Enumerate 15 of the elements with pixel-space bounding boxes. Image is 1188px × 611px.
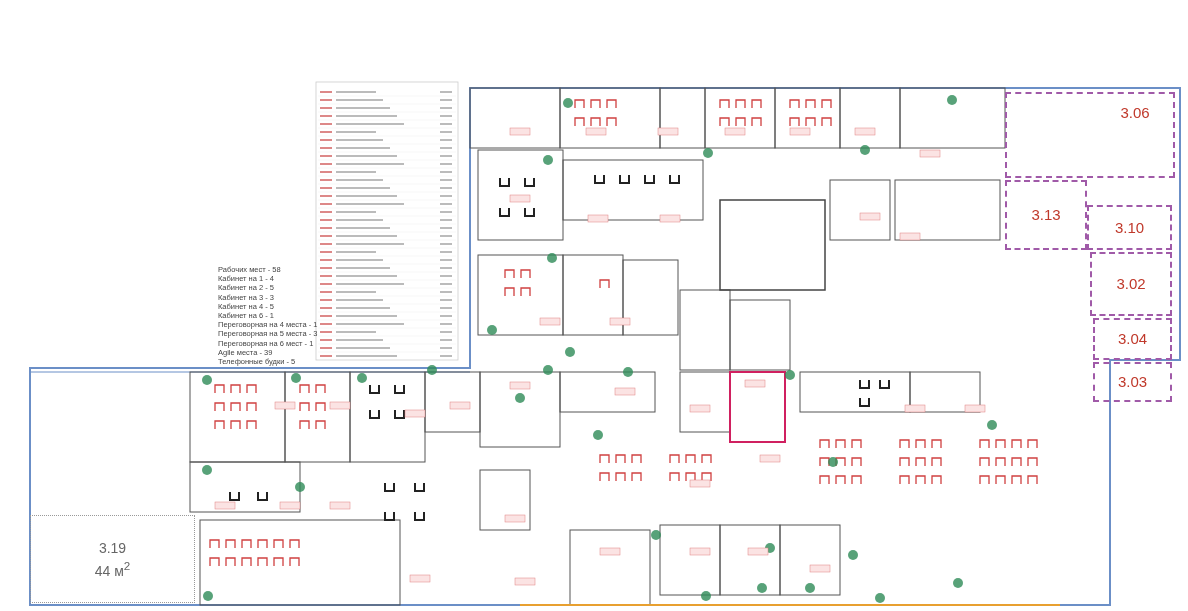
room-number: 3.10	[1114, 218, 1145, 237]
room-outline	[1090, 252, 1172, 316]
room-number: 3.13	[1031, 206, 1061, 224]
room-outline	[1005, 92, 1175, 178]
room-outline	[1093, 362, 1172, 402]
room-number: 3.02	[1116, 275, 1146, 293]
room-outline	[1005, 180, 1087, 250]
room-number: 3.19	[98, 538, 127, 557]
room-number: 3.03	[1117, 373, 1148, 391]
room-outline	[30, 515, 195, 603]
room-outline	[1093, 318, 1172, 360]
room-number: 3.04	[1117, 330, 1148, 348]
room-outline	[1087, 205, 1172, 250]
room-number: 3.06	[1120, 104, 1150, 122]
room-area: 44 м$^{2}$	[94, 556, 131, 580]
